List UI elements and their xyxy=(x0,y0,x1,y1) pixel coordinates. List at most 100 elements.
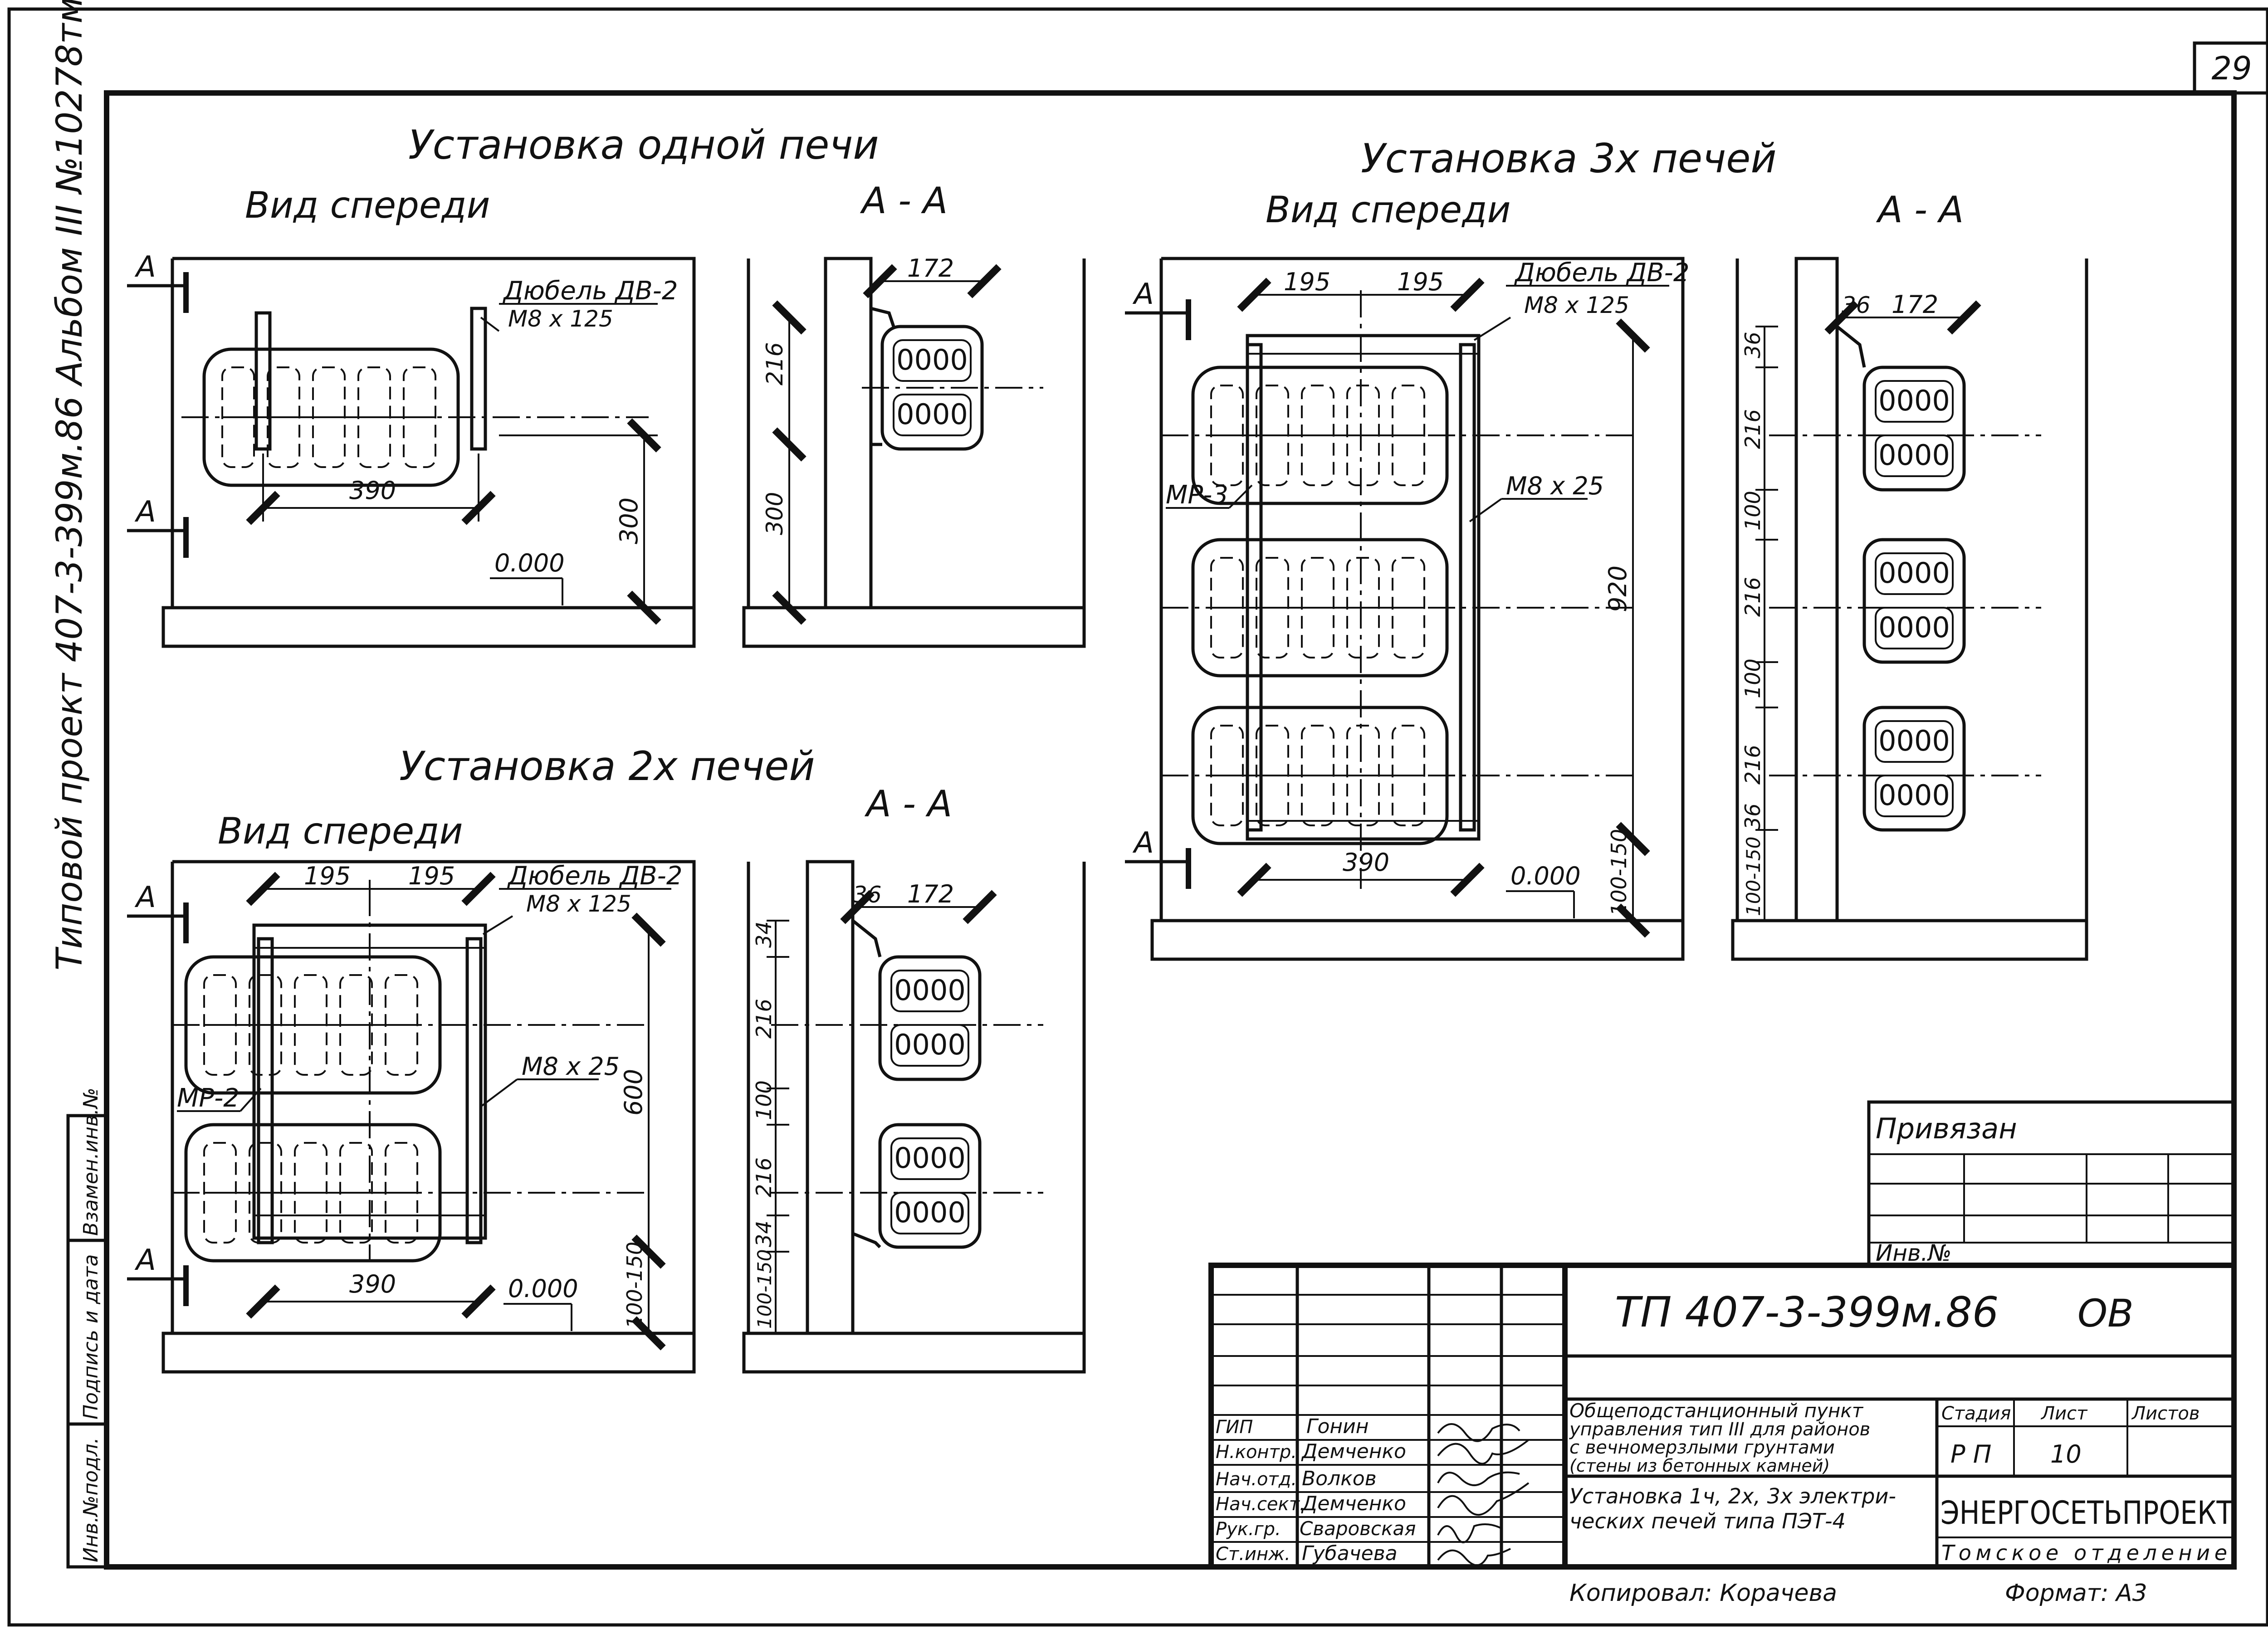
stove-grill-label: 0000 xyxy=(1878,556,1950,590)
stamp-sign-date: Подпись и дата xyxy=(79,1254,103,1419)
stove-grill-label: 0000 xyxy=(894,1196,966,1229)
copied-by: Копировал: Корачева xyxy=(1569,1580,1837,1607)
sec-dim-36-two: 36 xyxy=(853,882,882,908)
name-2: Волков xyxy=(1302,1467,1377,1490)
dim-bottom-two: 100-150 xyxy=(622,1242,647,1329)
sec-dim-36-three: 36 xyxy=(1842,292,1871,318)
sec-dim-two-0: 34 xyxy=(752,921,776,948)
title-block: Привязан Инв.№ ГИП Н.конт xyxy=(1208,1100,2237,1570)
dim-300-one: 300 xyxy=(615,498,643,544)
sec-dim-two-3: 216 xyxy=(752,1157,776,1197)
front-label-three: Вид спереди xyxy=(1266,189,1510,231)
format: Формат: А3 xyxy=(2005,1580,2147,1607)
dowel-size-three: М8 х 125 xyxy=(1524,292,1629,318)
dim-195b-two: 195 xyxy=(408,862,455,890)
signature-4 xyxy=(1437,1523,1502,1543)
sheet-title-line-1: ческих печей типа ПЭТ-4 xyxy=(1569,1509,1846,1533)
dim-195a-three: 195 xyxy=(1284,268,1330,296)
signature-0 xyxy=(1437,1423,1520,1442)
title-one-stove: Установка одной печи xyxy=(408,122,879,168)
sec-dim-two-4: 34 xyxy=(752,1220,776,1247)
level-two: 0.000 xyxy=(508,1274,578,1303)
org-name: ЭНЕРГОСЕТЬПРОЕКТ xyxy=(1941,1494,2233,1532)
dim-bottom-three: 100-150 xyxy=(1607,829,1631,916)
sec-dim-216-one: 216 xyxy=(762,342,788,385)
signature-5 xyxy=(1437,1548,1511,1566)
role-1: Н.контр. xyxy=(1216,1442,1297,1463)
stamp-replace-inv: Взамен.инв.№ xyxy=(79,1088,103,1236)
stove-grill-label: 0000 xyxy=(894,1028,966,1061)
sec-dim-172-two: 172 xyxy=(907,880,954,908)
dim-390-two: 390 xyxy=(349,1270,396,1298)
dowel-one: Дюбель ДВ-2 xyxy=(502,276,678,306)
sec-dim-two-2: 100 xyxy=(752,1080,776,1120)
name-0: Гонин xyxy=(1306,1415,1369,1438)
view-two-stoves: Установка 2х печей Вид спереди А - А А А… xyxy=(127,743,1086,1374)
sec-dim-172-one: 172 xyxy=(907,254,954,283)
sec-dim-three-0: 36 xyxy=(1740,332,1765,358)
sec-dim-three-3: 216 xyxy=(1740,577,1765,617)
bracket-three: МР-3 xyxy=(1166,480,1228,510)
dowel-two: Дюбель ДВ-2 xyxy=(507,861,682,891)
inv-no: Инв.№ xyxy=(1876,1240,1951,1266)
title-two-stoves: Установка 2х печей xyxy=(399,743,815,790)
stove-grill-label: 0000 xyxy=(896,343,968,376)
front-label-two: Вид спереди xyxy=(218,810,463,852)
sec-dim-three-2: 100 xyxy=(1740,491,1765,531)
sec-dim-two-5: 100-150 xyxy=(753,1249,776,1329)
bolt-two: М8 х 25 xyxy=(522,1052,620,1081)
sheet-title-line-0: Установка 1ч, 2х, 3х электри- xyxy=(1569,1484,1896,1508)
sheet-value: 10 xyxy=(2050,1440,2082,1468)
name-5: Губачева xyxy=(1302,1542,1398,1565)
org-branch: Томское отделение xyxy=(1941,1541,2227,1565)
doc-mark: ОВ xyxy=(2077,1291,2134,1336)
sec-letter-two-top: А xyxy=(134,881,156,914)
project-line-0: Общеподстанционный пункт xyxy=(1569,1400,1864,1422)
role-5: Ст.инж. xyxy=(1216,1544,1290,1565)
sec-letter-two-bot: А xyxy=(134,1244,156,1277)
sec-dim-300-one: 300 xyxy=(762,492,788,535)
stage-value: Р П xyxy=(1950,1440,1991,1468)
sec-dim-172-three: 172 xyxy=(1892,290,1938,319)
project-line-3: (стены из бетонных камней) xyxy=(1569,1456,1830,1476)
signature-3 xyxy=(1437,1482,1530,1516)
level-one: 0.000 xyxy=(494,549,565,577)
bracket-two: МР-2 xyxy=(177,1083,240,1113)
stove-grill-label: 0000 xyxy=(894,1141,966,1175)
front-label-one: Вид спереди xyxy=(245,184,490,226)
sec-letter-three-top: А xyxy=(1132,278,1154,311)
doc-code: ТП 407-3-399м.86 xyxy=(1615,1288,1999,1336)
sec-dim-three-7: 100-150 xyxy=(1742,837,1765,917)
sec-dim-three-6: 36 xyxy=(1740,803,1765,830)
stamp-inv-original: Инв.№подл. xyxy=(79,1437,103,1562)
section-label-one: А - А xyxy=(860,180,948,222)
sheet-number: 29 xyxy=(2211,50,2252,87)
section-label-three: А - А xyxy=(1876,189,1964,231)
sec-dim-three-4: 100 xyxy=(1740,658,1765,698)
section-label-two: А - А xyxy=(864,783,952,825)
stove-grill-label: 0000 xyxy=(894,974,966,1007)
sec-letter-three-bot: А xyxy=(1132,826,1154,860)
dim-920-three: 920 xyxy=(1603,566,1632,612)
role-4: Рук.гр. xyxy=(1216,1519,1281,1540)
signature-1 xyxy=(1437,1439,1530,1465)
stage-header: Стадия xyxy=(1941,1403,2011,1424)
sec-letter-one-top: А xyxy=(134,250,156,284)
level-three: 0.000 xyxy=(1510,862,1581,890)
sec-dim-three-5: 216 xyxy=(1740,745,1765,785)
sec-dim-three-1: 216 xyxy=(1740,409,1765,449)
sheet-header: Лист xyxy=(2040,1403,2088,1424)
project-line-1: управления тип III для районов xyxy=(1569,1419,1870,1440)
role-2: Нач.отд. xyxy=(1216,1469,1297,1490)
dim-195a-two: 195 xyxy=(304,862,351,890)
title-three-stoves: Установка 3х печей xyxy=(1361,135,1777,182)
stove-grill-label: 0000 xyxy=(1878,724,1950,757)
stove-grill-label: 0000 xyxy=(1878,779,1950,812)
project-line-2: с вечномерзлыми грунтами xyxy=(1569,1437,1835,1458)
name-1: Демченко xyxy=(1301,1440,1406,1463)
dowel-size-one: М8 х 125 xyxy=(508,306,613,332)
sec-letter-one-bot: А xyxy=(134,495,156,529)
role-3: Нач.сект. xyxy=(1216,1494,1305,1515)
sec-dim-two-1: 216 xyxy=(752,999,776,1039)
